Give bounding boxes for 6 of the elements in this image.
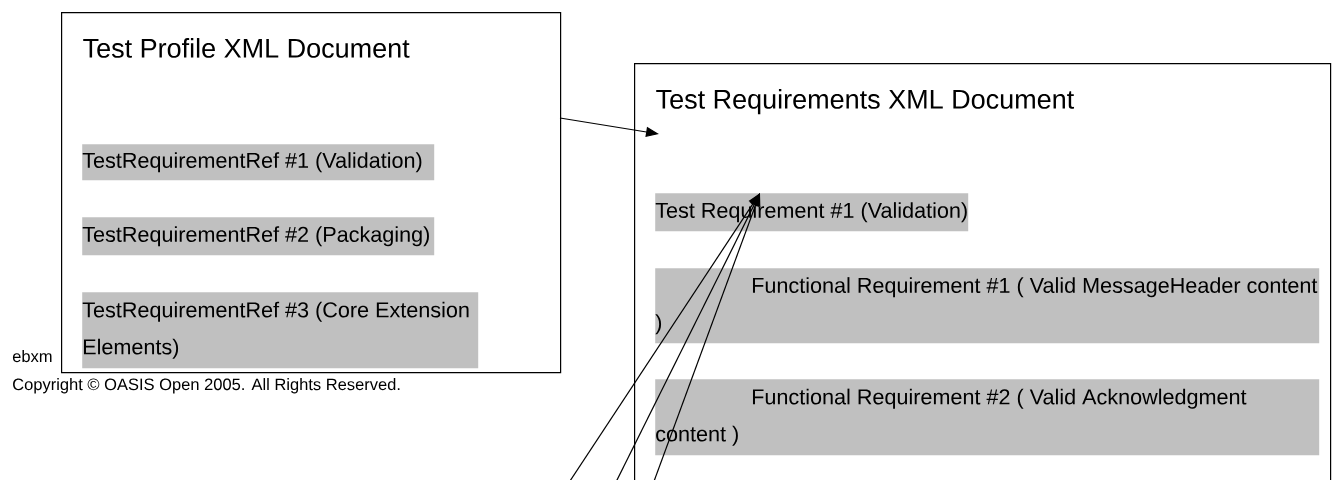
highlighted-text: TestRequirementRef #2 (Packaging) (82, 217, 435, 256)
footer-text: ebxm (12, 350, 52, 363)
highlighted-text: TestRequirementRef #1 (Validation) (82, 144, 435, 181)
highlighted-text: TestRequirementRef #3 (Core Extension Elements) (82, 292, 479, 369)
highlighted-text: Functional Requirement #1 ( Valid MessageHeader content ) (655, 268, 1320, 344)
arrow (652, 193, 761, 480)
